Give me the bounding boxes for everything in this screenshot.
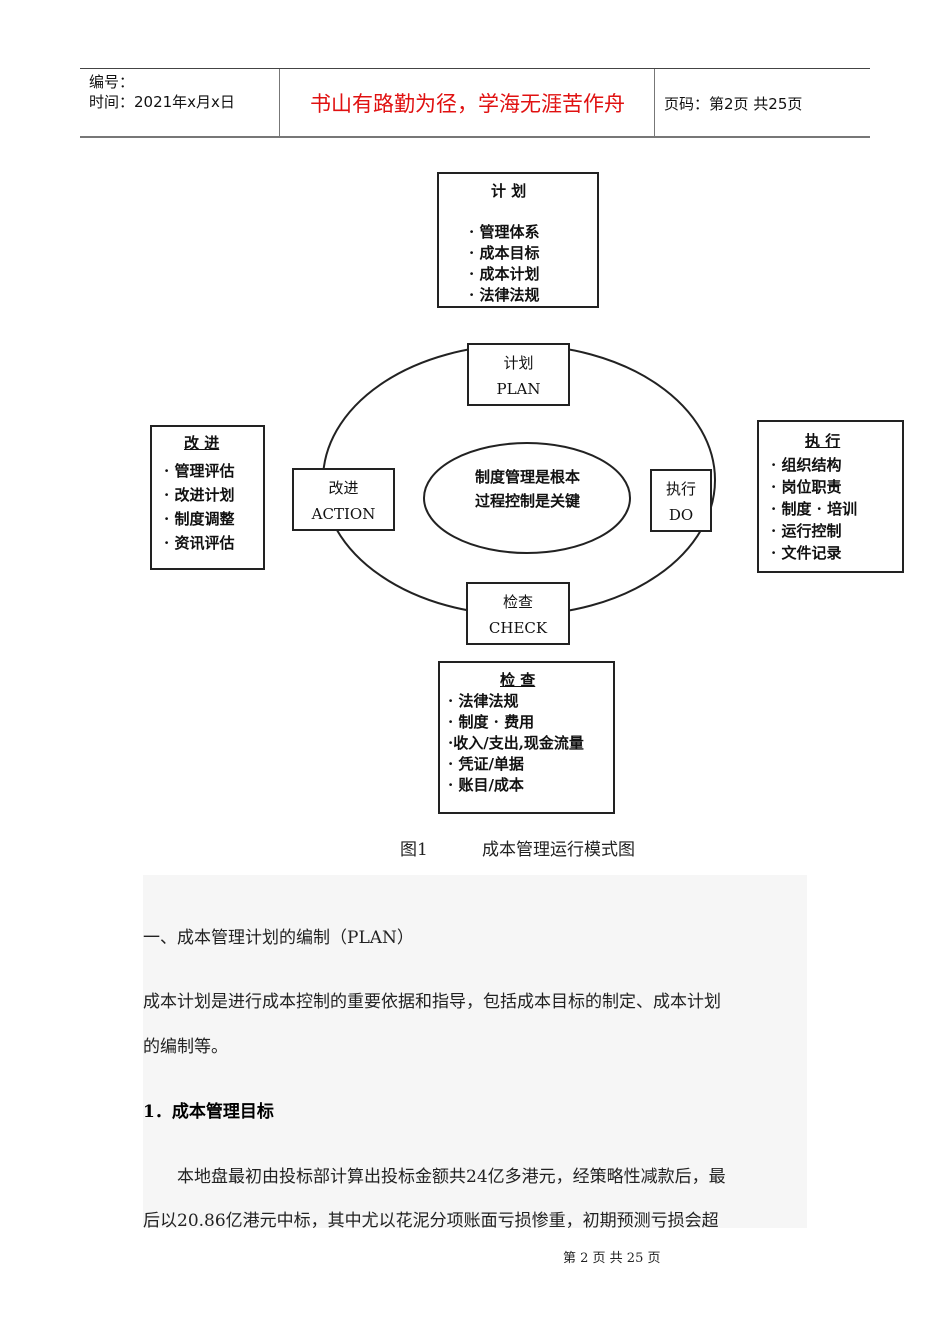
list-item: · 法律法规	[469, 286, 540, 304]
node-en: CHECK	[488, 619, 548, 637]
paragraph-line: 成本计划是进行成本控制的重要依据和指导，包括成本目标的制定、成本计划	[143, 992, 721, 1012]
node-cn: 检查	[502, 593, 533, 611]
number-label: 编号：	[89, 73, 135, 91]
list-item: · 组织结构	[771, 456, 842, 474]
header-table: 编号： 时间：2021年x月x日 书山有路勤为径，学海无涯苦作舟 页码：第2页 共…	[80, 68, 870, 138]
center-text: 制度管理是根本过程控制是关键	[460, 465, 595, 513]
list-item: · 成本目标	[469, 244, 540, 262]
list-item: · 管理评估	[164, 462, 235, 480]
list-item: · 凭证/单据	[448, 755, 524, 773]
section-heading: 一、成本管理计划的编制（PLAN）	[143, 928, 414, 948]
list-item: · 制度调整	[164, 510, 235, 528]
list-item: · 运行控制	[771, 522, 842, 540]
list-item: · 改进计划	[164, 486, 235, 504]
page-label: 页码：第2页 共25页	[664, 95, 803, 113]
list-item: · 账目/成本	[448, 776, 524, 794]
list-item: · 管理体系	[469, 223, 540, 241]
center-ellipse	[423, 442, 631, 554]
center-line: 制度管理是根本	[474, 468, 580, 486]
node-cn: 改进	[328, 479, 359, 497]
paragraph-line: 的编制等。	[143, 1037, 228, 1057]
list-item: ·收入/支出,现金流量	[448, 734, 584, 752]
center-line: 过程控制是关键	[474, 492, 580, 510]
execute-detail-box: 执 行 · 组织结构 · 岗位职责 · 制度 · 培训 · 运行控制 · 文件记录	[757, 420, 904, 573]
time-label: 时间：2021年x月x日	[89, 93, 235, 111]
list-item: · 资讯评估	[164, 534, 235, 552]
improve-detail-box: 改 进 · 管理评估 · 改进计划 · 制度调整 · 资讯评估	[150, 425, 265, 570]
action-node: 改进 ACTION	[292, 468, 395, 531]
node-en: PLAN	[496, 380, 541, 398]
paragraph-line: 本地盘最初由投标部计算出投标金额共24亿多港元，经策略性减款后，最	[143, 1167, 726, 1187]
node-cn: 执行	[665, 480, 696, 498]
node-en: ACTION	[311, 505, 376, 523]
box-title: 计 划	[491, 182, 527, 200]
box-title: 改 进	[184, 434, 220, 452]
figure-caption: 成本管理运行模式图	[482, 840, 635, 860]
plan-detail-box: 计 划 · 管理体系 · 成本目标 · 成本计划 · 法律法规	[437, 172, 599, 308]
node-en: DO	[668, 506, 694, 524]
list-item: · 法律法规	[448, 692, 519, 710]
subheading: 1．成本管理目标	[143, 1102, 274, 1122]
box-title: 执 行	[805, 432, 841, 450]
motto: 书山有路勤为径，学海无涯苦作舟	[281, 69, 655, 136]
do-node: 执行 DO	[650, 469, 712, 532]
header-meta: 编号： 时间：2021年x月x日	[80, 69, 280, 136]
node-cn: 计划	[503, 354, 534, 372]
paragraph-line: 后以20.86亿港元中标，其中尤以花泥分项账面亏损惨重，初期预测亏损会超	[143, 1211, 719, 1231]
list-item: · 成本计划	[469, 265, 540, 283]
check-detail-box: 检 查 · 法律法规 · 制度 · 费用 ·收入/支出,现金流量 · 凭证/单据 · 账…	[438, 661, 615, 814]
list-item: · 制度 · 培训	[771, 500, 858, 518]
page-footer: 第 2 页 共 25 页	[563, 1251, 661, 1266]
check-node: 检查 CHECK	[466, 582, 570, 645]
list-item: · 岗位职责	[771, 478, 842, 496]
figure-number: 图1	[400, 840, 428, 860]
list-item: · 文件记录	[771, 544, 842, 562]
body-text: 一、成本管理计划的编制（PLAN） 成本计划是进行成本控制的重要依据和指导，包括…	[143, 875, 807, 1231]
list-item: · 制度 · 费用	[448, 713, 535, 731]
box-title: 检 查	[500, 671, 536, 689]
plan-node: 计划 PLAN	[467, 343, 570, 406]
